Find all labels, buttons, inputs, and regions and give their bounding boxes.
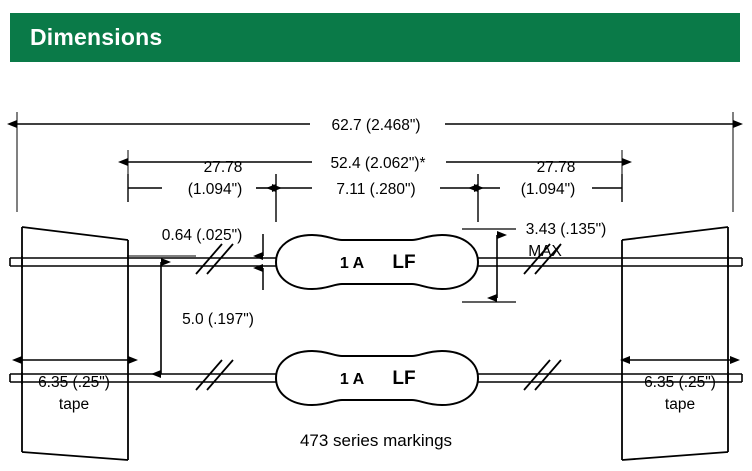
drawing-canvas: 62.7 (2.468") 52.4 (2.062")* 27.78 (1.09… xyxy=(7,112,743,461)
dim-lead-spacing-label: 5.0 (.197") xyxy=(182,311,254,328)
dim-lead-diameter-label: 0.64 (.025") xyxy=(162,227,242,244)
fuse-body-bottom xyxy=(274,349,480,407)
dim-tape-to-tape-label: 52.4 (2.062")* xyxy=(330,155,425,172)
dim-lead-spacing: 5.0 (.197") xyxy=(127,255,254,378)
dim-lead-left-mm: 27.78 xyxy=(204,159,243,176)
fuse-body-top xyxy=(274,233,480,291)
tape-left xyxy=(21,226,129,461)
dim-body-length: 7.11 (.280") xyxy=(266,174,484,222)
dim-lead-left: 27.78 (1.094") xyxy=(127,159,282,202)
dim-tape-right-label: tape xyxy=(665,396,695,413)
drawing-caption: 473 series markings xyxy=(300,431,452,450)
fuse-bottom-leads xyxy=(9,372,743,384)
dim-body-length-label: 7.11 (.280") xyxy=(336,181,415,198)
fuse-bottom-rating: 1 A xyxy=(340,371,365,388)
dim-body-diameter-label: 3.43 (.135") xyxy=(526,221,606,238)
dim-tape-left: 6.35 (.25") tape xyxy=(12,356,138,413)
dim-body-diameter-note: MAX xyxy=(528,243,562,260)
section-header: Dimensions xyxy=(10,13,740,62)
dim-lead-left-inch: (1.094") xyxy=(188,181,243,198)
dim-overall-length: 62.7 (2.468") xyxy=(7,117,743,134)
fuse-top-leads xyxy=(9,256,743,268)
dim-overall-length-label: 62.7 (2.468") xyxy=(331,117,420,134)
dim-lead-right: 27.78 (1.094") xyxy=(468,159,623,202)
littelfuse-logo-icon: LF xyxy=(392,252,415,273)
dim-tape-left-label: tape xyxy=(59,396,89,413)
littelfuse-logo-icon-bottom: LF xyxy=(392,368,415,389)
break-symbol-top-left xyxy=(195,243,234,275)
tape-right xyxy=(621,226,729,461)
break-symbol-bottom-left xyxy=(195,359,234,391)
break-symbol-top-right xyxy=(523,243,562,275)
page-title: Dimensions xyxy=(30,24,163,50)
break-symbol-bottom-right xyxy=(523,359,562,391)
fuse-top-rating: 1 A xyxy=(340,255,365,272)
dim-lead-right-inch: (1.094") xyxy=(521,181,576,198)
dim-tape-right: 6.35 (.25") tape xyxy=(620,356,740,413)
dim-lead-right-mm: 27.78 xyxy=(537,159,576,176)
dimension-drawing: 62.7 (2.468") 52.4 (2.062")* 27.78 (1.09… xyxy=(0,62,752,471)
dim-body-diameter: 3.43 (.135") MAX xyxy=(462,221,606,303)
dim-tape-to-tape: 52.4 (2.062")* xyxy=(118,155,632,172)
dim-lead-diameter: 0.64 (.025") xyxy=(162,227,264,290)
